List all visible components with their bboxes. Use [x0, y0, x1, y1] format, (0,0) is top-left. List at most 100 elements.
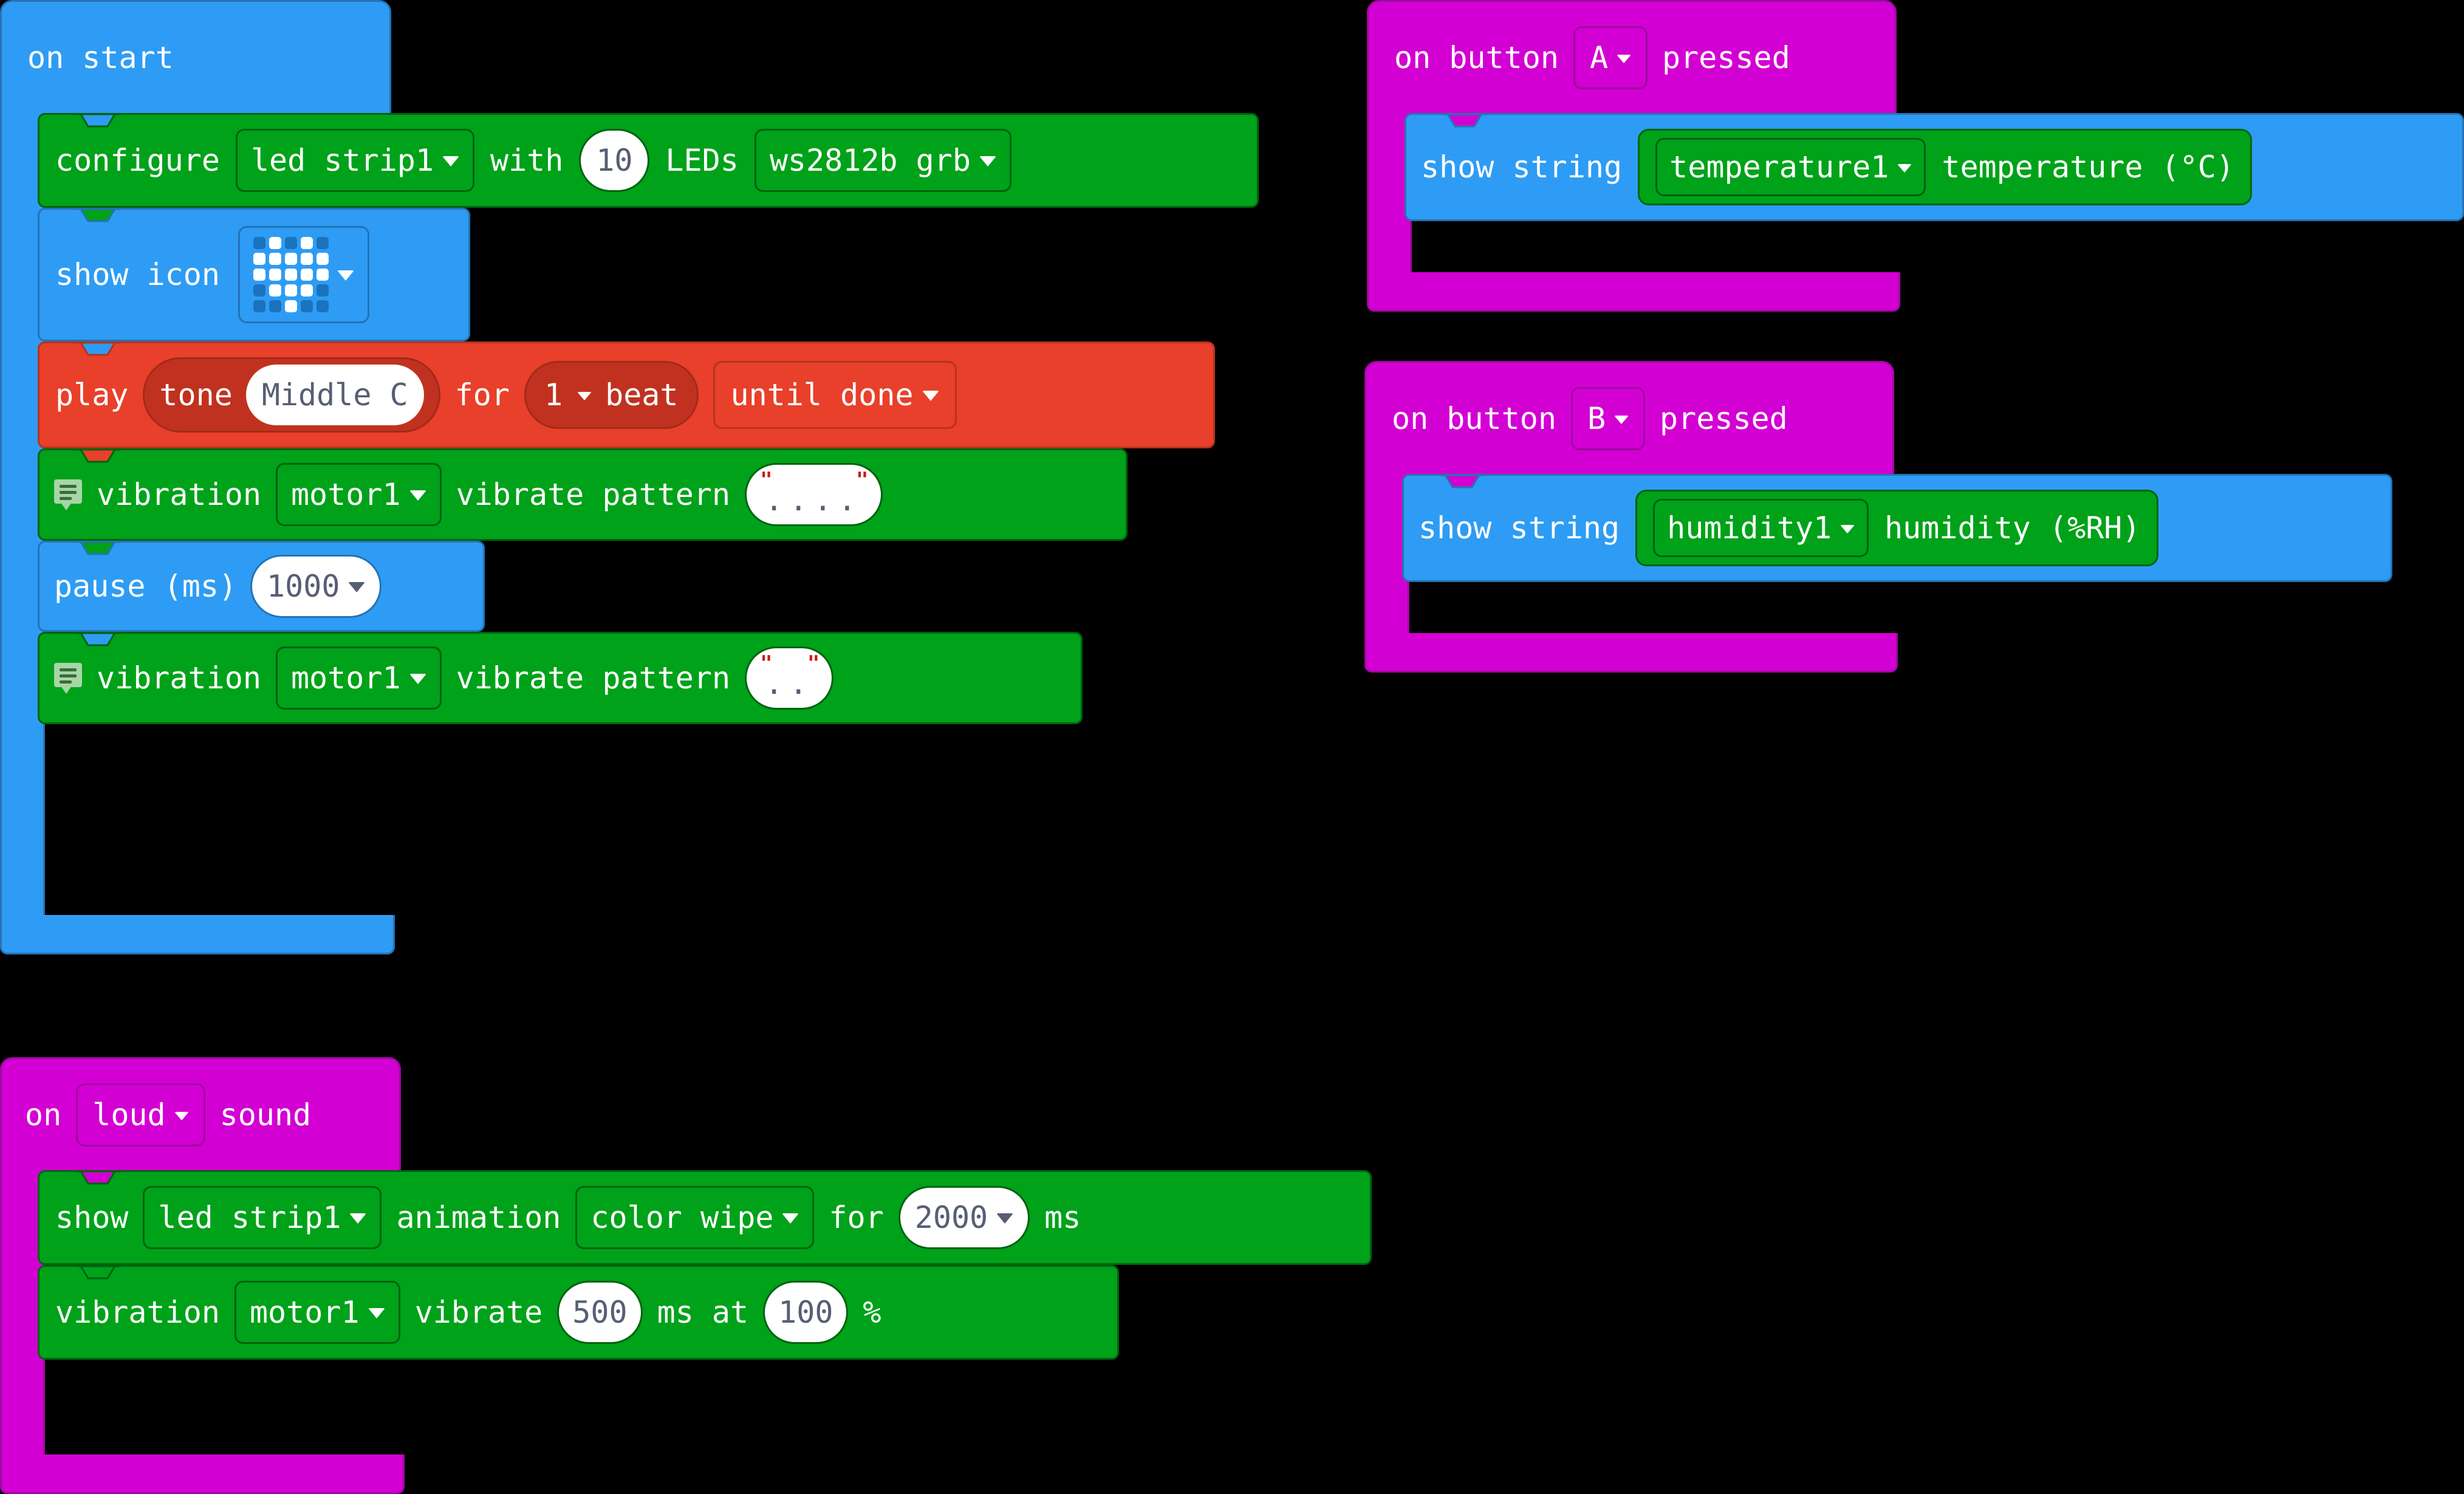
input-tone-note-value: Middle C — [261, 377, 408, 413]
block-show-string-temperature[interactable]: show string temperature1 temperature (°C… — [1405, 113, 2464, 221]
dropdown-icon-picker[interactable] — [238, 226, 369, 323]
on-button-a-foot — [1367, 272, 1900, 312]
reporter-temperature[interactable]: temperature1 temperature (°C) — [1638, 129, 2253, 205]
dropdown-beat-duration[interactable]: 1 beat — [524, 361, 699, 429]
on-start-foot — [0, 915, 395, 954]
dropdown-animation-duration[interactable]: 2000 — [898, 1186, 1030, 1249]
notch — [75, 114, 121, 128]
block-configure-led-strip[interactable]: configure led strip1 with 10 LEDs ws2812… — [38, 113, 1259, 208]
animation-label: animation — [396, 1200, 561, 1235]
block-pause[interactable]: pause (ms) 1000 — [38, 541, 485, 632]
dropdown-button-a-value: A — [1589, 40, 1609, 75]
block-play-tone[interactable]: play tone Middle C for 1 beat until done — [38, 341, 1215, 448]
dropdown-motor-2[interactable]: motor1 — [275, 646, 442, 710]
show-icon-label: show icon — [55, 257, 220, 292]
dropdown-sound-level-value: loud — [92, 1097, 166, 1132]
hat-on-start-label: on start — [27, 40, 174, 75]
temperature-unit-label: temperature (°C) — [1942, 149, 2235, 185]
dropdown-button-b[interactable]: B — [1570, 387, 1646, 450]
input-led-count[interactable]: 10 — [579, 129, 650, 192]
notch — [75, 1266, 121, 1280]
quote-right: " — [807, 651, 820, 676]
ms-at-label: ms at — [657, 1295, 749, 1330]
input-vibrate-pattern-1[interactable]: " " .... — [745, 463, 883, 526]
dropdown-strip-target-value: led strip1 — [158, 1200, 341, 1235]
on-button-prefix: on button — [1392, 401, 1556, 436]
input-vibrate-ms[interactable]: 500 — [557, 1281, 643, 1344]
quote-left: " — [760, 651, 773, 676]
reporter-humidity[interactable]: humidity1 humidity (%RH) — [1635, 490, 2158, 566]
script-on-button-b[interactable]: on button B pressed show string humidity… — [1364, 361, 2392, 673]
leds-label: LEDs — [665, 143, 739, 178]
notch — [75, 542, 121, 555]
dropdown-led-format-value: ws2812b grb — [769, 143, 971, 178]
block-vibration-pattern-1[interactable]: vibration motor1 vibrate pattern " " ...… — [38, 448, 1128, 541]
hat-on-start[interactable]: on start — [0, 0, 391, 115]
comment-icon[interactable] — [54, 663, 82, 694]
dropdown-humidity-sensor-value: humidity1 — [1667, 510, 1832, 546]
block-vibration-pattern-2[interactable]: vibration motor1 vibrate pattern " " .. — [38, 632, 1083, 724]
comment-icon[interactable] — [54, 479, 82, 510]
dropdown-led-strip[interactable]: led strip1 — [235, 129, 474, 192]
for-label: for — [829, 1200, 884, 1235]
percent-label: % — [863, 1295, 881, 1330]
input-vibrate-pattern-2-value: .. — [765, 666, 814, 701]
dropdown-button-a[interactable]: A — [1573, 26, 1648, 89]
dropdown-pause-ms[interactable]: 1000 — [250, 555, 382, 618]
notch — [75, 450, 121, 463]
on-button-prefix: on button — [1394, 40, 1559, 75]
dropdown-button-b-value: B — [1587, 401, 1606, 436]
dropdown-animation-type[interactable]: color wipe — [575, 1186, 815, 1249]
show-label: show — [55, 1200, 129, 1235]
dropdown-temperature-sensor[interactable]: temperature1 — [1655, 138, 1926, 196]
script-on-start[interactable]: on start configure led strip1 with 10 LE… — [0, 0, 1259, 954]
quote-left: " — [760, 468, 773, 492]
dropdown-beat-value: 1 — [544, 377, 563, 413]
vibration-label: vibration — [55, 1295, 220, 1330]
hat-on-button-b[interactable]: on button B pressed — [1364, 361, 1894, 476]
block-show-icon[interactable]: show icon — [38, 208, 470, 341]
dropdown-beat-suffix: beat — [605, 377, 679, 413]
for-label: for — [454, 377, 510, 413]
dropdown-sound-level[interactable]: loud — [76, 1083, 205, 1146]
block-vibrate-duration[interactable]: vibration motor1 vibrate 500 ms at 100 % — [38, 1265, 1119, 1360]
notch — [75, 1171, 121, 1185]
dropdown-motor-1[interactable]: motor1 — [275, 463, 442, 526]
quote-right: " — [856, 468, 869, 492]
on-sound-prefix: on — [25, 1097, 62, 1132]
dropdown-strip-target[interactable]: led strip1 — [143, 1186, 382, 1249]
dropdown-animation-duration-value: 2000 — [914, 1200, 988, 1235]
input-vibrate-intensity[interactable]: 100 — [763, 1281, 849, 1344]
with-label: with — [490, 143, 564, 178]
input-vibrate-ms-value: 500 — [572, 1295, 628, 1330]
dropdown-humidity-sensor[interactable]: humidity1 — [1653, 499, 1869, 557]
notch — [75, 633, 121, 646]
on-loud-sound-foot — [0, 1455, 405, 1494]
notch — [1442, 114, 1488, 128]
script-on-loud-sound[interactable]: on loud sound show led strip1 animation … — [0, 1057, 1372, 1494]
block-show-animation[interactable]: show led strip1 animation color wipe for… — [38, 1170, 1372, 1265]
on-sound-suffix: sound — [219, 1097, 312, 1132]
dropdown-motor-3-value: motor1 — [249, 1295, 360, 1330]
hat-on-loud-sound[interactable]: on loud sound — [0, 1057, 401, 1173]
dropdown-until-done-value: until done — [730, 377, 914, 413]
heart-icon — [253, 237, 329, 312]
humidity-unit-label: humidity (%RH) — [1884, 510, 2141, 546]
block-show-string-humidity[interactable]: show string humidity1 humidity (%RH) — [1402, 474, 2392, 582]
script-on-button-a[interactable]: on button A pressed show string temperat… — [1367, 0, 2464, 312]
dropdown-led-format[interactable]: ws2812b grb — [754, 129, 1011, 192]
dropdown-pause-ms-value: 1000 — [267, 569, 340, 604]
input-vibrate-pattern-2[interactable]: " " .. — [745, 646, 834, 710]
input-tone-note[interactable]: Middle C — [245, 365, 424, 425]
dropdown-until-done[interactable]: until done — [713, 361, 957, 429]
vibration-label: vibration — [97, 660, 261, 696]
pause-label: pause (ms) — [54, 569, 238, 604]
dropdown-motor-3[interactable]: motor1 — [234, 1281, 400, 1344]
tone-label: tone — [159, 377, 233, 413]
on-button-b-foot — [1364, 633, 1898, 673]
hat-on-button-a[interactable]: on button A pressed — [1367, 0, 1897, 115]
dropdown-led-strip-value: led strip1 — [250, 143, 434, 178]
vibrate-pattern-label: vibrate pattern — [456, 477, 731, 512]
reporter-tone[interactable]: tone Middle C — [143, 357, 440, 433]
input-led-count-value: 10 — [596, 143, 633, 178]
